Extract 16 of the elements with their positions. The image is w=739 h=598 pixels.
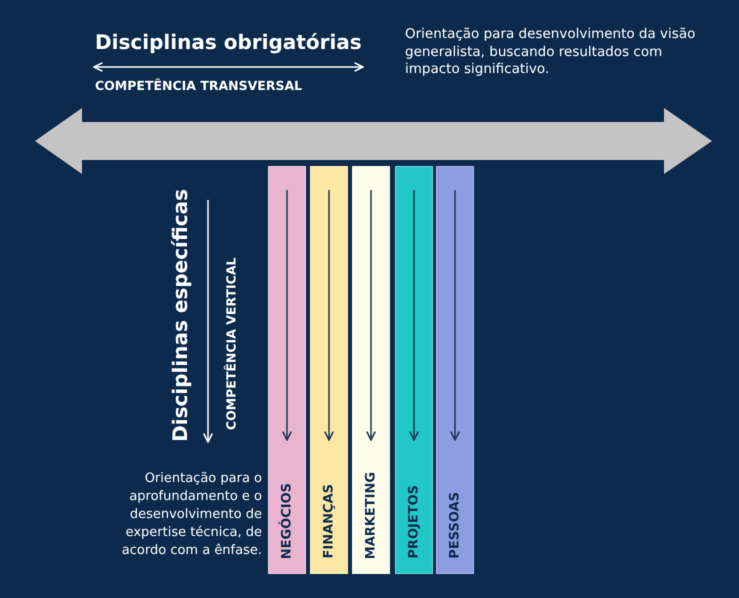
description: Orientação para o aprofundamento e o desenvolvimento de expertise técnica, de acordo com a ênfase. <box>120 470 262 560</box>
discipline-label: MARKETING <box>364 472 378 559</box>
discipline-bar <box>310 166 348 574</box>
discipline-label: PROJETOS <box>406 485 422 559</box>
subheading: COMPETÊNCIA TRANSVERSAL <box>95 78 302 93</box>
discipline-bar <box>352 166 390 574</box>
discipline-bar <box>395 166 433 574</box>
subheading: COMPETÊNCIA VERTICAL <box>224 258 238 432</box>
discipline-label: PESSOAS <box>448 492 462 559</box>
heading: Disciplinas específicas <box>168 189 192 444</box>
discipline-label: NEGÓCIOS <box>280 482 294 559</box>
discipline-label: FINANÇAS <box>322 484 336 559</box>
discipline-bar <box>268 166 306 574</box>
discipline-bar <box>436 166 474 574</box>
heading: Disciplinas obrigatórias <box>95 30 362 54</box>
description: Orientação para desenvolvimento da visão generalista, buscando resultados com impacto significativo. <box>405 26 696 78</box>
